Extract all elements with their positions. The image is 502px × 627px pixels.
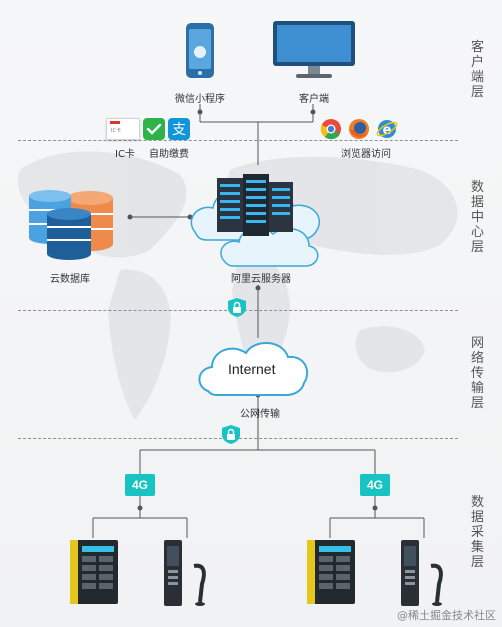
charging-cabinet-icon-right (307, 540, 355, 604)
charging-pile-icon-right (401, 540, 443, 606)
firefox-icon (349, 119, 369, 139)
chrome-icon (320, 119, 341, 140)
security-lock-icon-2 (222, 425, 240, 444)
wechat-pay-icon (143, 118, 165, 140)
watermark: @稀土掘金技术社区 (397, 609, 496, 622)
ie-browser-icon: e (376, 120, 398, 138)
4g-badge-right: 4G (360, 474, 390, 496)
layer-label-collection: 数据采集层 (470, 495, 485, 570)
monitor-icon (273, 21, 355, 78)
layer-label-network: 网络传输层 (470, 336, 485, 411)
browser-access-label: 浏览器访问 (341, 149, 391, 160)
svg-text:支: 支 (172, 122, 186, 138)
db-blue-front (47, 208, 91, 260)
charging-cabinet-icon-left (70, 540, 118, 604)
wechat-miniprogram-label: 微信小程序 (175, 94, 225, 105)
public-network-label: 公网传输 (240, 409, 280, 420)
charging-pile-icon-left (164, 540, 206, 606)
alipay-icon: 支 (168, 118, 190, 140)
ic-card-icon: IC卡 (106, 118, 140, 140)
client-pc-label: 客户端 (299, 94, 329, 105)
internet-cloud-icon (198, 342, 309, 396)
cloud-database-icon (29, 190, 113, 260)
aliyun-server-label: 阿里云服务器 (231, 274, 291, 285)
ic-card-label: IC卡 (115, 149, 135, 160)
cloud-database-label: 云数据库 (50, 274, 90, 285)
server-racks (217, 174, 293, 236)
phone-icon (186, 23, 214, 78)
aliyun-server-icon (190, 174, 320, 267)
layer-label-datacenter: 数据中心层 (470, 180, 485, 255)
4g-badge-left: 4G (125, 474, 155, 496)
layer-label-client: 客户端层 (470, 40, 485, 100)
security-lock-icon-1 (228, 298, 246, 317)
svg-text:e: e (383, 123, 392, 138)
self-pay-label: 自助缴费 (149, 149, 189, 160)
internet-label: Internet (228, 361, 276, 377)
layer-separator-1 (18, 140, 458, 141)
